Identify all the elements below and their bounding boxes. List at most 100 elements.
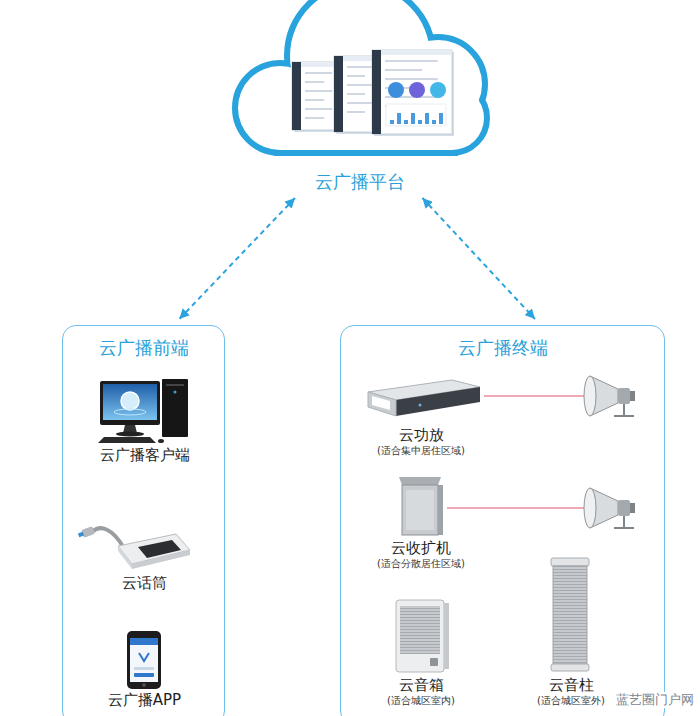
dashboard-screenshot [305,72,332,74]
computer-icon [174,391,177,394]
icon-space [511,556,631,676]
dashboard-screenshot [305,90,332,92]
dashboard-screenshot [418,120,422,124]
dashboard-screenshot [390,120,394,124]
dashboard-screenshot [409,82,425,98]
dashboard-screenshot [404,120,408,124]
dashboard-screenshot [292,62,301,130]
amplifier-icon [368,392,396,416]
receiver-icon [399,477,443,535]
amplifier-icon [396,387,480,416]
amplifier-icon [368,380,480,416]
device-item: 云话筒 [63,506,226,592]
device-name: 云广播客户端 [100,446,190,464]
speaker-box-icon [396,600,449,672]
horn-speaker [630,503,635,513]
device-item: 云广播客户端 [63,376,226,464]
microphone-icon [138,540,181,558]
receiver-icon [406,490,434,530]
dashboard-screenshot [347,75,365,77]
usage-note: (适合分散居住区域) [377,557,465,570]
usage-note: (适合集中居住区域) [377,444,465,457]
dashboard-screenshot [305,108,332,110]
dashboard-screenshot [411,113,415,124]
group-panel: 云广播前端云广播客户端云话筒云广播APP [62,325,225,716]
computer-icon [103,384,157,420]
device-item: 云功放(适合集中居住区域) [356,378,486,457]
dashed-link [422,198,535,319]
sound-column-icon [551,558,589,566]
sound-column-icon [551,558,589,671]
speaker-box-icon [430,658,438,666]
usage-note: (适合城区室外) [537,694,605,707]
computer-icon [100,381,160,425]
cloud-outline [230,0,490,162]
device-item: 云广播APP [63,629,226,709]
icon-space [63,506,226,574]
icon-space [356,471,486,539]
amplifier-icon [419,404,422,407]
computer-icon [98,437,156,443]
group-title: 云广播平台 [315,162,405,194]
dashboard-screenshot [372,50,452,134]
phone-icon [134,673,154,677]
speaker-box-icon [396,600,444,672]
speaker-box-icon [444,603,449,669]
horn-speaker [618,500,630,516]
microphone-icon [78,526,190,569]
dashboard-screenshot [385,78,438,80]
group-title: 云广播终端 [458,336,548,360]
microphone-icon [92,528,124,548]
dashed-link [179,198,295,319]
phone-icon [127,631,161,689]
horn-speaker [584,376,596,416]
phone-icon [130,638,158,682]
dashboard-screenshot [425,113,429,124]
device-name: 云广播APP [108,691,181,709]
speaker-wire [484,395,584,396]
dashboard-screenshot [372,50,454,136]
computer-icon [116,432,144,437]
icon-space [356,596,486,676]
device-name: 云话筒 [122,574,167,592]
computer-icon [158,439,164,443]
cloud-outline [238,0,484,150]
dashboard-screenshot [334,56,343,132]
dashboard-screenshot [439,113,443,124]
phone-icon [130,638,158,645]
microphone-icon [81,526,95,538]
icon-space [356,378,486,426]
receiver-icon [438,485,443,535]
phone-icon [134,667,154,670]
dashboard-screenshot [388,82,404,98]
sound-column-icon [553,566,587,664]
horn-speaker [614,404,634,416]
dashboard-screenshot [385,69,422,71]
computer-icon [162,379,188,437]
dashboard-screenshot [305,81,324,83]
device-name: 云功放 [399,426,444,444]
device-item: 云音柱(适合城区室外) [511,556,631,707]
dashboard-screenshot [347,102,373,104]
cloud-platform: 云广播平台 [230,0,490,194]
computer-icon [166,384,184,386]
computer-icon [114,409,146,415]
dashboard-screenshot [305,99,324,101]
amplifier-icon [372,396,390,410]
dashboard-screenshot [347,111,365,113]
horn-speaker [584,376,635,416]
phone-icon [139,653,149,661]
cloud-fill [238,0,484,150]
microphone-icon [118,546,132,569]
dashboard-screenshot [347,84,373,86]
computer-icon [98,379,188,443]
device-item: 云收扩机(适合分散居住区域) [356,471,486,570]
dashboard-screenshot [372,50,381,134]
device-name: 云音柱 [549,676,594,694]
speaker-box-icon [400,606,440,654]
microphone-icon [78,532,84,537]
usage-note: (适合城区室内) [387,694,455,707]
device-item: 云音箱(适合城区室内) [356,596,486,707]
